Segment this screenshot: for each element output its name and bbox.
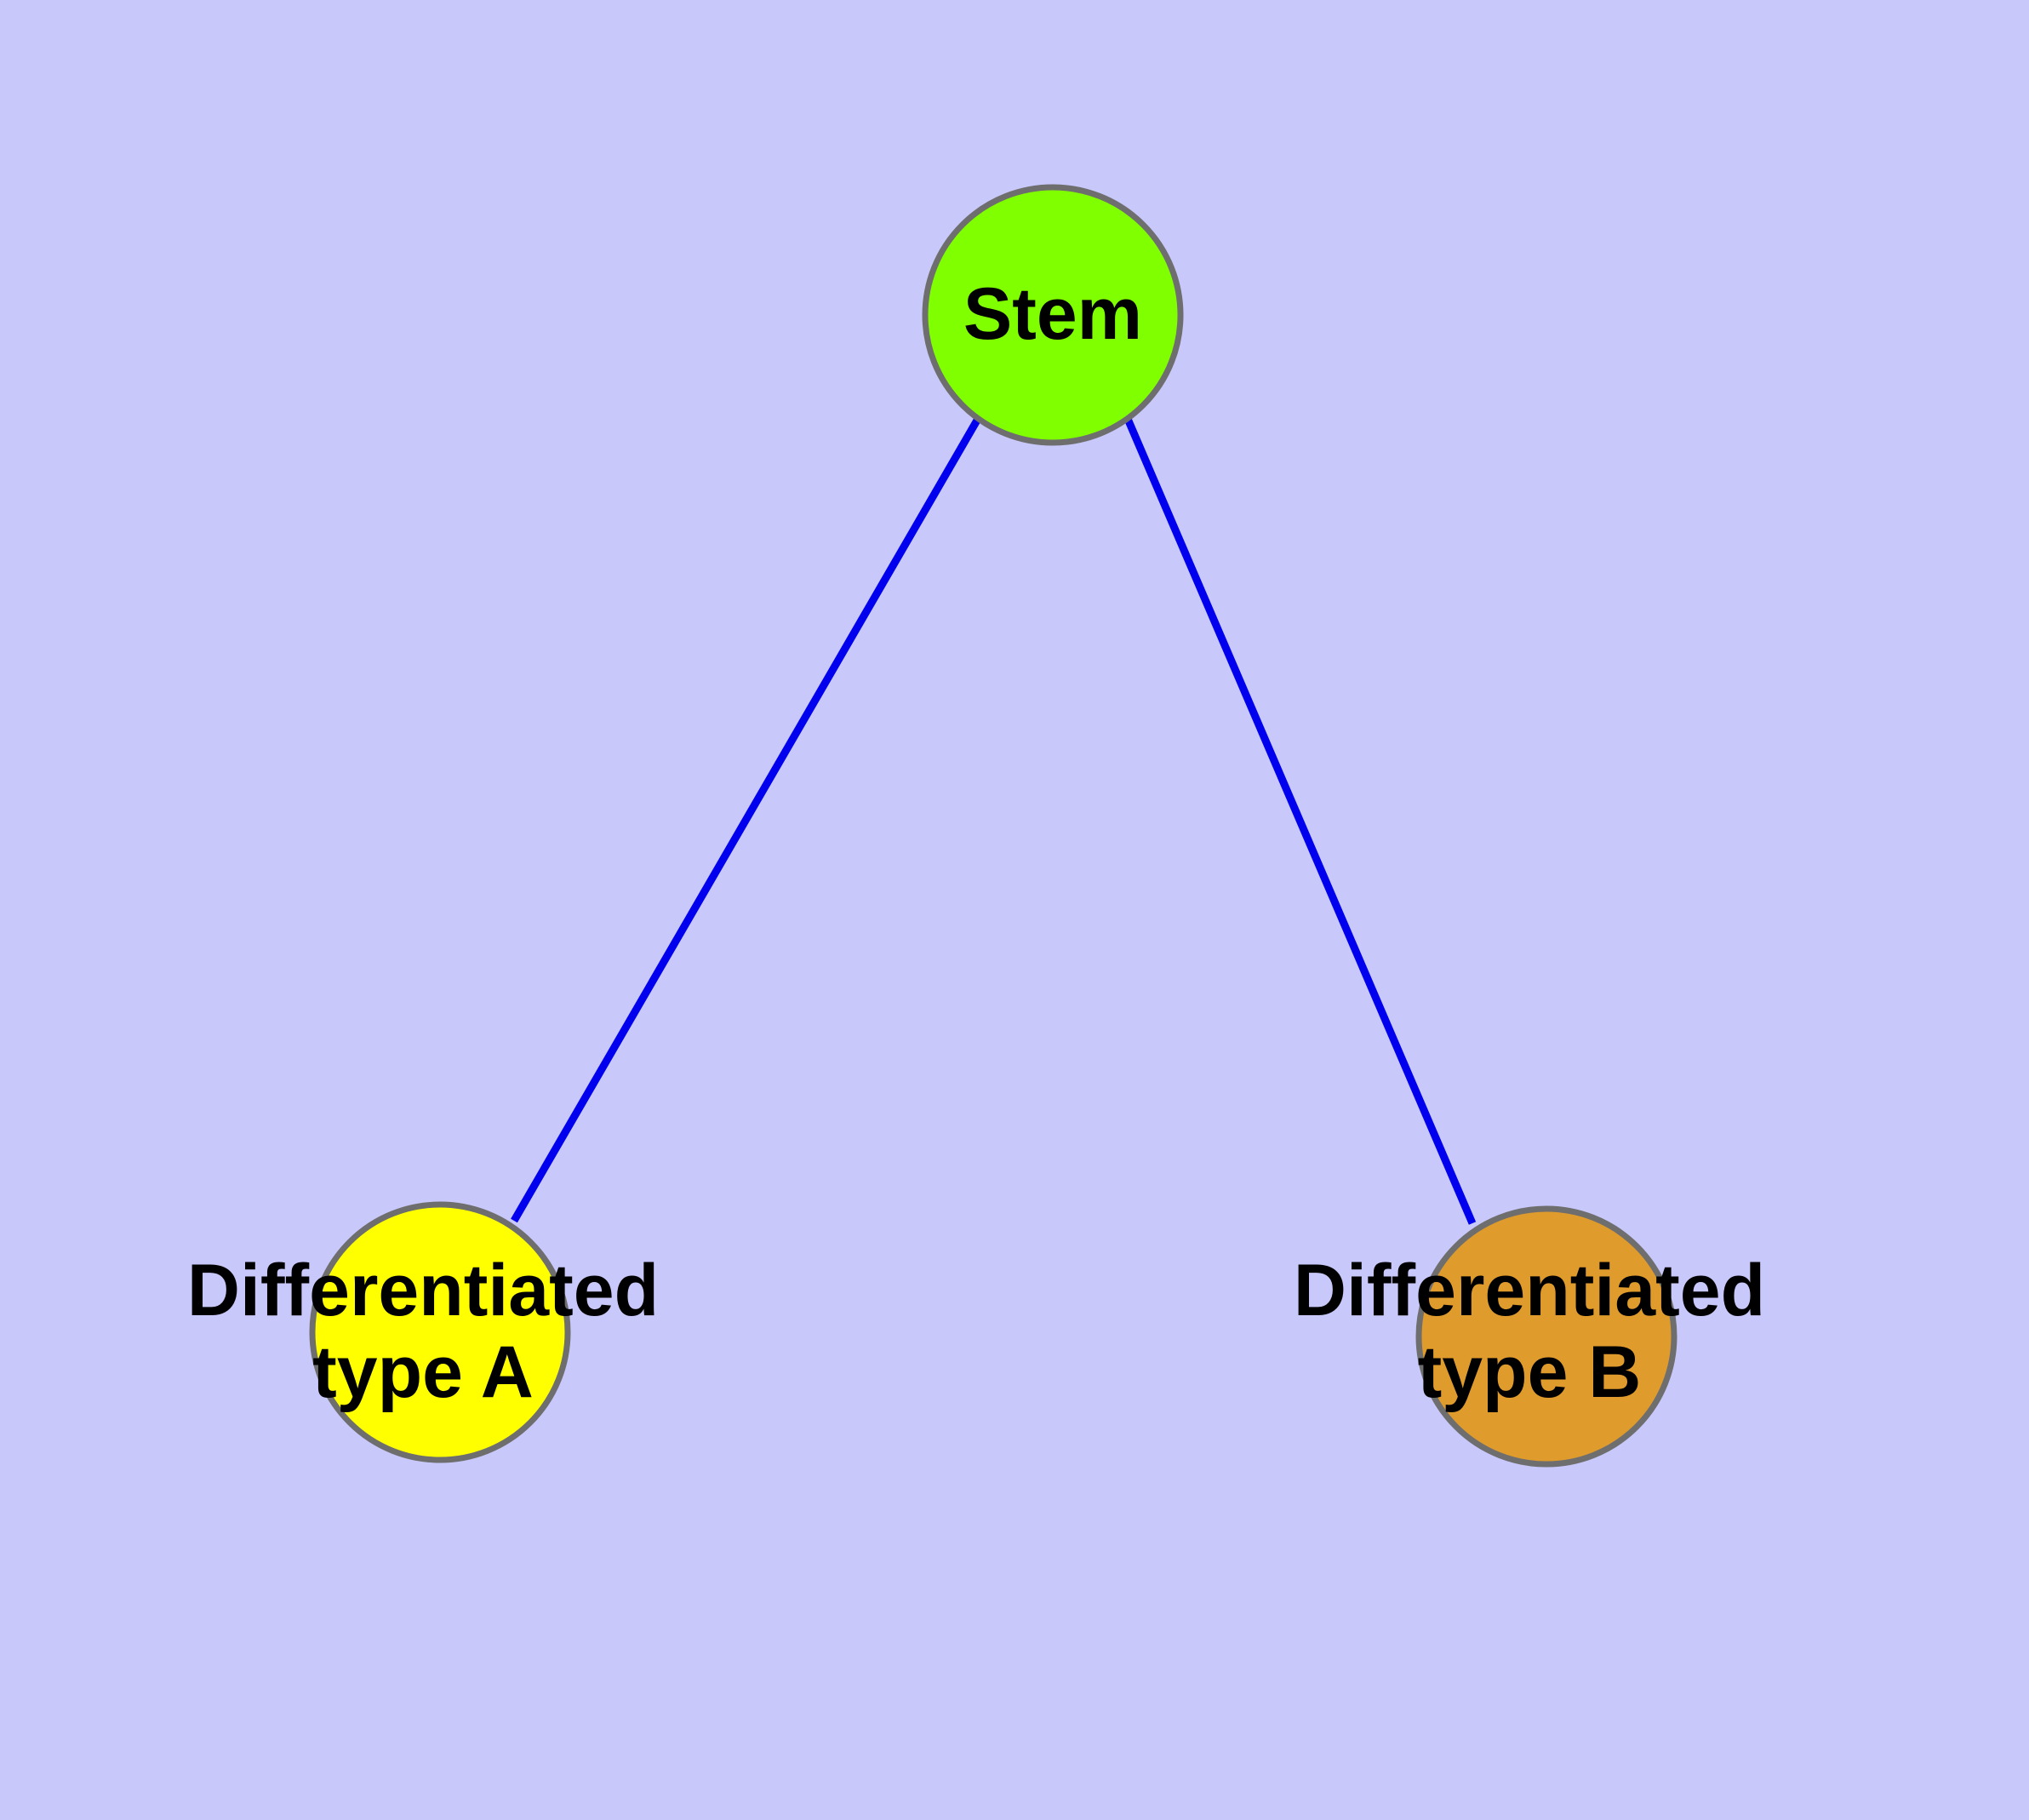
node-layer [309, 184, 1677, 1468]
edge-stem-to-diff-b[interactable] [1123, 417, 1477, 1225]
edge-stem-to-diff-a[interactable] [511, 416, 981, 1223]
node-differentiated-type-a-circle[interactable] [309, 1201, 571, 1463]
node-differentiated-type-b[interactable] [1415, 1205, 1677, 1468]
node-stem[interactable] [922, 184, 1184, 446]
node-differentiated-type-b-circle[interactable] [1415, 1205, 1677, 1468]
node-stem-label: Stem [963, 273, 1142, 355]
node-differentiated-type-a[interactable] [309, 1201, 571, 1463]
edge-layer [511, 416, 1477, 1225]
node-stem-circle[interactable] [922, 184, 1184, 446]
